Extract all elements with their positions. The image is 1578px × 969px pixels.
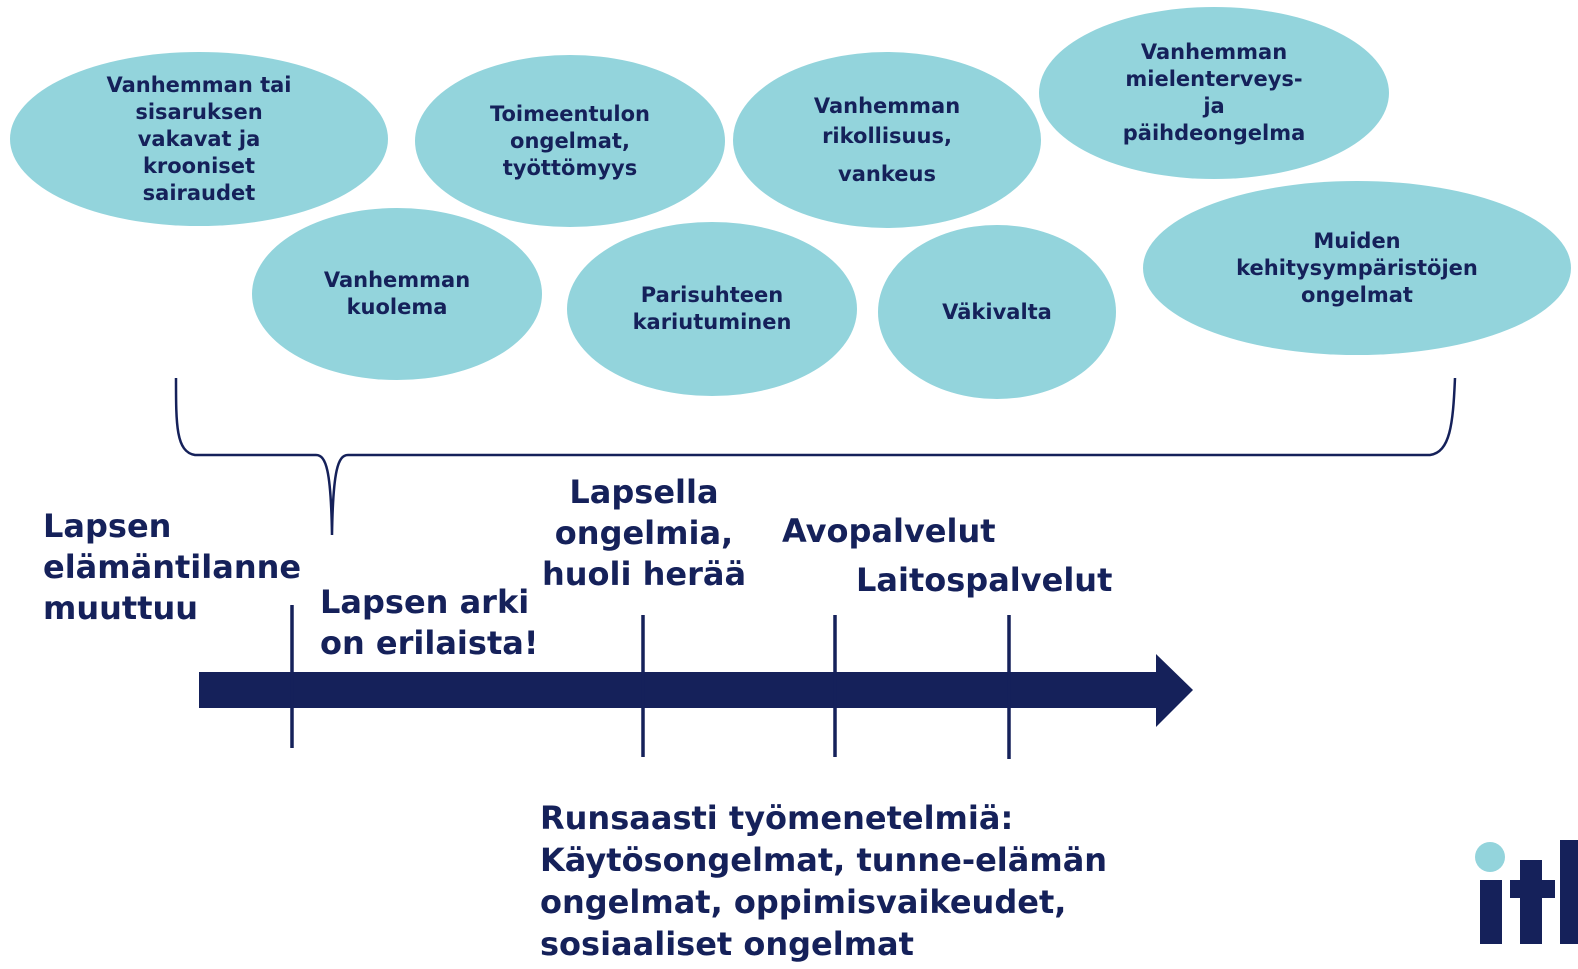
bubble-text-line: sisaruksen <box>135 99 263 124</box>
bubble-text-line: Vanhemman <box>1140 40 1288 64</box>
bubble-text-line: työttömyys <box>502 155 638 180</box>
timeline-arrow-head <box>1156 654 1193 727</box>
curly-brace <box>174 377 1457 536</box>
label-line: ongelmia, <box>554 514 734 552</box>
label-institutional-services: Laitospalvelut <box>856 560 1112 601</box>
timeline-arrow-shaft <box>199 672 1159 708</box>
bubble-text-line: rikollisuus, <box>822 124 952 148</box>
bubble-text-line: kehitysympäristöjen <box>1236 255 1478 280</box>
bubble-text-line: kariutuminen <box>632 310 792 334</box>
bubble-text-line: Toimeentulon <box>489 101 651 126</box>
label-everyday-different: Lapsen arki on erilaista! <box>320 582 538 664</box>
label-line: Avopalvelut <box>782 512 996 550</box>
bubble-illness: Vanhemman tai sisaruksen vakavat ja kroo… <box>10 52 388 226</box>
bubble-other-environments: Muiden kehitysympäristöjen ongelmat <box>1143 181 1571 355</box>
logo-letter-i <box>1480 880 1502 944</box>
bubble-text-line: ongelmat, <box>510 128 630 153</box>
bubble-crime: Vanhemman rikollisuus, vankeus <box>733 52 1041 228</box>
bubble-text-line: mielenterveys- <box>1125 67 1303 91</box>
methods-line: Käytösongelmat, tunne-elämän <box>540 841 1108 879</box>
label-child-problems: Lapsella ongelmia, huoli herää <box>541 472 747 595</box>
bubble-text-line: sairaudet <box>142 180 256 205</box>
logo-letter-t-stem <box>1520 860 1542 944</box>
bubble-parent-death: Vanhemman kuolema <box>252 208 542 380</box>
methods-line: Runsaasti työmenetelmiä: <box>540 799 1014 837</box>
bubble-text-line: kuolema <box>346 295 448 319</box>
bubble-text-line: päihdeongelma <box>1122 121 1306 145</box>
methods-line: sosiaaliset ongelmat <box>540 925 914 963</box>
bubble-text-line: vakavat ja <box>137 126 261 151</box>
bubble-text-line: Parisuhteen <box>640 283 784 307</box>
bubble-livelihood: Toimeentulon ongelmat, työttömyys <box>415 55 725 227</box>
logo-dot <box>1475 842 1505 872</box>
bubble-text-line: ja <box>1203 94 1225 118</box>
label-life-situation-changes: Lapsen elämäntilanne muuttuu <box>43 506 301 629</box>
bubble-text-line: vankeus <box>838 162 936 186</box>
label-line: huoli herää <box>541 555 747 593</box>
label-line: on erilaista! <box>320 624 539 662</box>
bubble-mental-health: Vanhemman mielenterveys- ja päihdeongelm… <box>1039 7 1389 179</box>
bubble-violence: Väkivalta <box>878 225 1116 399</box>
label-line: Lapsen arki <box>320 583 530 621</box>
methods-text: Runsaasti työmenetelmiä: Käytösongelmat,… <box>540 797 1107 965</box>
methods-line: ongelmat, oppimisvaikeudet, <box>540 883 1067 921</box>
logo-letter-t-bar <box>1510 880 1555 898</box>
bubble-text-line: krooniset <box>142 153 256 178</box>
bubble-text-line: Muiden <box>1313 228 1401 253</box>
label-line: Laitospalvelut <box>856 561 1113 599</box>
bubble-text-line: Vanhemman <box>813 94 961 118</box>
label-outpatient-services: Avopalvelut <box>782 511 996 552</box>
logo-letter-l <box>1560 840 1578 944</box>
bubble-text-line: ongelmat <box>1301 282 1413 307</box>
bubble-text-line: Vanhemman tai <box>106 72 292 97</box>
bubble-text-line: Vanhemman <box>323 268 471 292</box>
label-line: elämäntilanne <box>43 548 302 586</box>
label-line: Lapsen <box>43 507 172 545</box>
label-line: muuttuu <box>43 589 199 627</box>
bubble-text-line: Väkivalta <box>942 299 1052 324</box>
bubble-breakup: Parisuhteen kariutuminen <box>567 222 857 396</box>
label-line: Lapsella <box>569 473 719 511</box>
